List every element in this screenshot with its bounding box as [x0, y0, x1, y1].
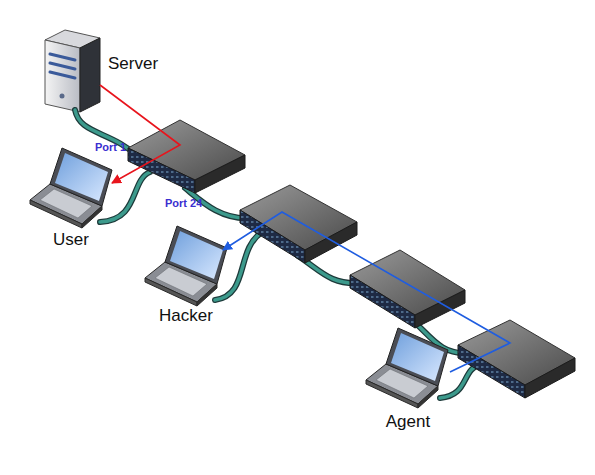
device-label: Server — [108, 54, 158, 74]
device-node: Hacker — [145, 226, 227, 306]
device-label: Hacker — [159, 306, 213, 326]
switch — [128, 120, 245, 193]
server-icon — [45, 30, 100, 112]
traffic-arrow — [223, 212, 510, 372]
device-label: Agent — [386, 412, 430, 432]
traffic-arrow — [100, 85, 180, 183]
device-node: Agent — [366, 328, 450, 410]
device-node: Server — [42, 32, 100, 112]
switch — [240, 185, 357, 263]
laptop-icon — [366, 328, 448, 408]
device-label: User — [53, 230, 89, 250]
laptop-icon — [145, 226, 227, 306]
laptop-icon — [30, 148, 112, 228]
port-label: Port 24 — [165, 197, 202, 209]
port-label: Port 1 — [95, 141, 126, 153]
device-node: User — [30, 148, 112, 228]
